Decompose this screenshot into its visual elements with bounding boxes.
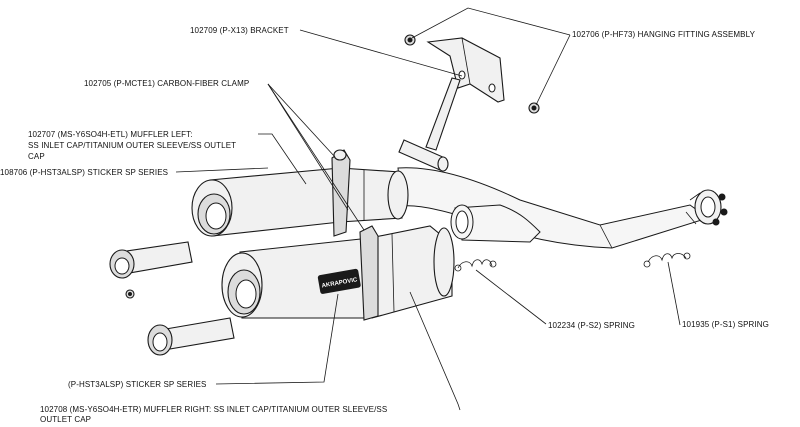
label-carbon-fiber-clamp: 102705 (P-MCTE1) CARBON-FIBER CLAMP [84, 79, 250, 88]
label-spring-s2: 102234 (P-S2) SPRING [548, 321, 635, 330]
label-muffler-left-line2: SS INLET CAP/TITANIUM OUTER SLEEVE/SS OU… [28, 141, 237, 150]
label-sticker-top: 108706 (P-HST3ALSP) STICKER SP SERIES [0, 168, 169, 177]
label-sticker-bottom: (P-HST3ALSP) STICKER SP SERIES [68, 380, 207, 389]
leader-lines [175, 7, 681, 411]
akrapovic-logo: AKRAPOVIC [317, 268, 361, 294]
muffler-right-part: AKRAPOVIC [221, 225, 455, 321]
spring-s1-part [643, 252, 691, 268]
label-muffler-left-line1: 102707 (MS-Y6SO4H-ETL) MUFFLER LEFT: [28, 130, 193, 139]
label-muffler-right-line1: 102708 (MS-Y6SO4H-ETR) MUFFLER RIGHT: SS… [40, 405, 388, 414]
label-spring-s1: 101935 (P-S1) SPRING [682, 320, 769, 329]
label-muffler-right-line2: OUTLET CAP [40, 415, 92, 424]
muffler-left-part [191, 149, 409, 237]
label-muffler-left-line3: CAP [28, 152, 45, 161]
bracket-part [398, 37, 505, 172]
inlet-tubes [109, 241, 235, 356]
label-bracket: 102709 (P-X13) BRACKET [190, 26, 289, 35]
link-pipe [397, 167, 728, 249]
label-hanging-fitting: 102706 (P-HF73) HANGING FITTING ASSEMBLY [572, 30, 756, 39]
spring-s2-part [454, 259, 497, 272]
